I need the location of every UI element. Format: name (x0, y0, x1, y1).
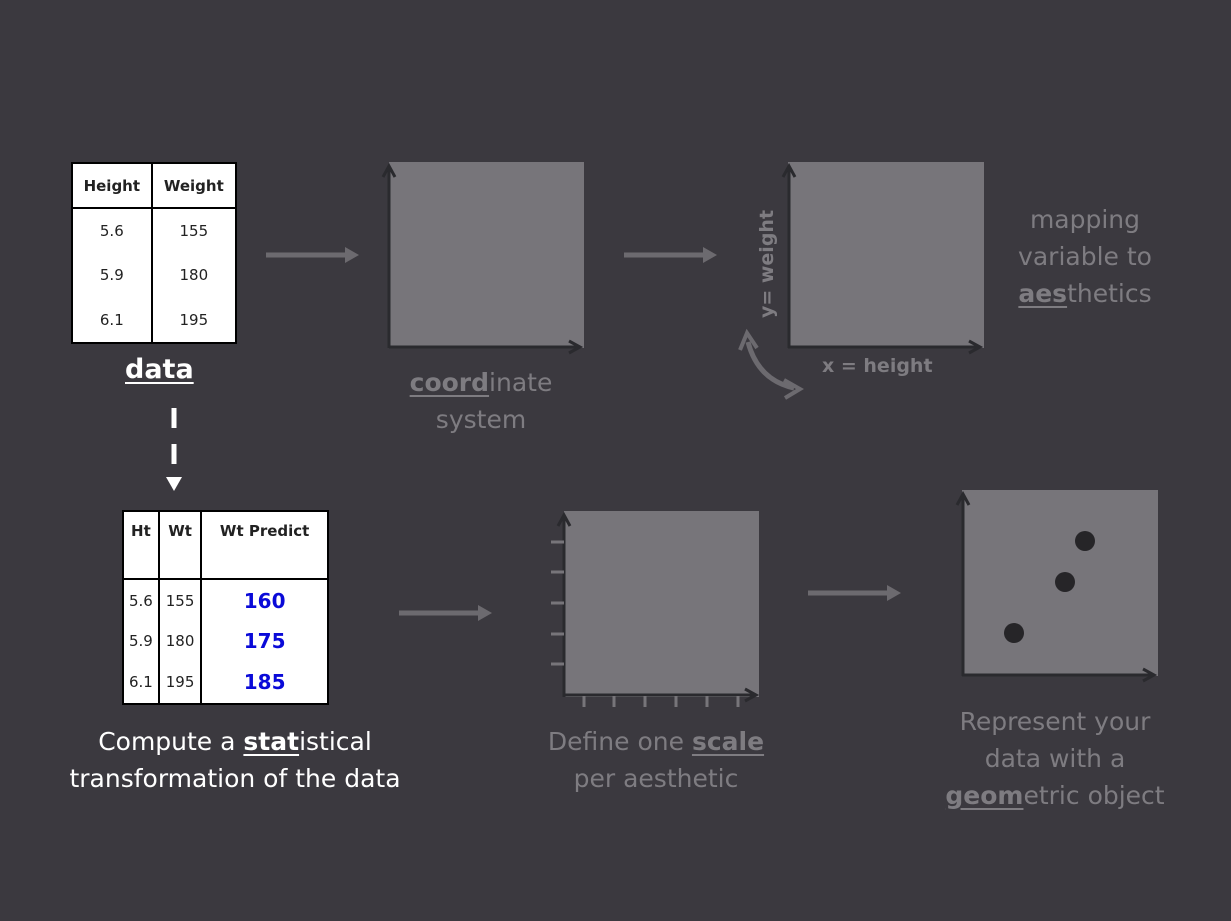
statistical-caption: Compute a statistical transformation of … (69, 727, 401, 793)
flow-arrow (624, 247, 717, 263)
column-header: Height (71, 163, 153, 209)
table-row: 5.6 155 160 (122, 579, 329, 622)
scale-panel (551, 511, 760, 707)
aesthetics-caption: mapping variable to aesthetics (1018, 205, 1152, 308)
stat-table: Ht Wt Wt Predict 5.6 155 160 5.9 180 175… (122, 510, 329, 705)
table-row: 5.9 180 (71, 253, 238, 298)
coordinate-system-panel (381, 162, 584, 355)
data-point (1055, 572, 1075, 592)
table-row: 6.1 195 (71, 297, 238, 343)
geom-caption: Represent your data with a geometric obj… (945, 707, 1165, 810)
flow-arrow (808, 585, 901, 601)
aesthetics-panel (781, 162, 984, 355)
data-label: data (125, 354, 194, 385)
column-header: Ht (122, 511, 160, 580)
geom-panel (955, 490, 1158, 683)
flow-arrow (266, 247, 359, 263)
table-row: 6.1 195 185 (122, 661, 329, 704)
data-point (1075, 531, 1095, 551)
curved-double-arrow-icon (738, 328, 804, 400)
column-header: Weight (150, 163, 238, 209)
x-axis-label: x = height (822, 355, 933, 377)
flow-arrow (399, 605, 492, 621)
dashed-down-arrow (166, 408, 182, 491)
column-header: Wt Predict (200, 511, 329, 580)
column-header: Wt (157, 511, 203, 580)
table-row: 5.6 155 (71, 208, 238, 254)
scale-caption: Define one scale per aesthetic (547, 727, 765, 793)
table-row: 5.9 180 175 (122, 621, 329, 662)
data-point (1004, 623, 1024, 643)
data-table: Height Weight 5.6 155 5.9 180 6.1 195 (71, 162, 238, 344)
y-axis-label: y= weight (756, 209, 778, 319)
coordinate-system-caption: coordinate system (409, 368, 553, 434)
